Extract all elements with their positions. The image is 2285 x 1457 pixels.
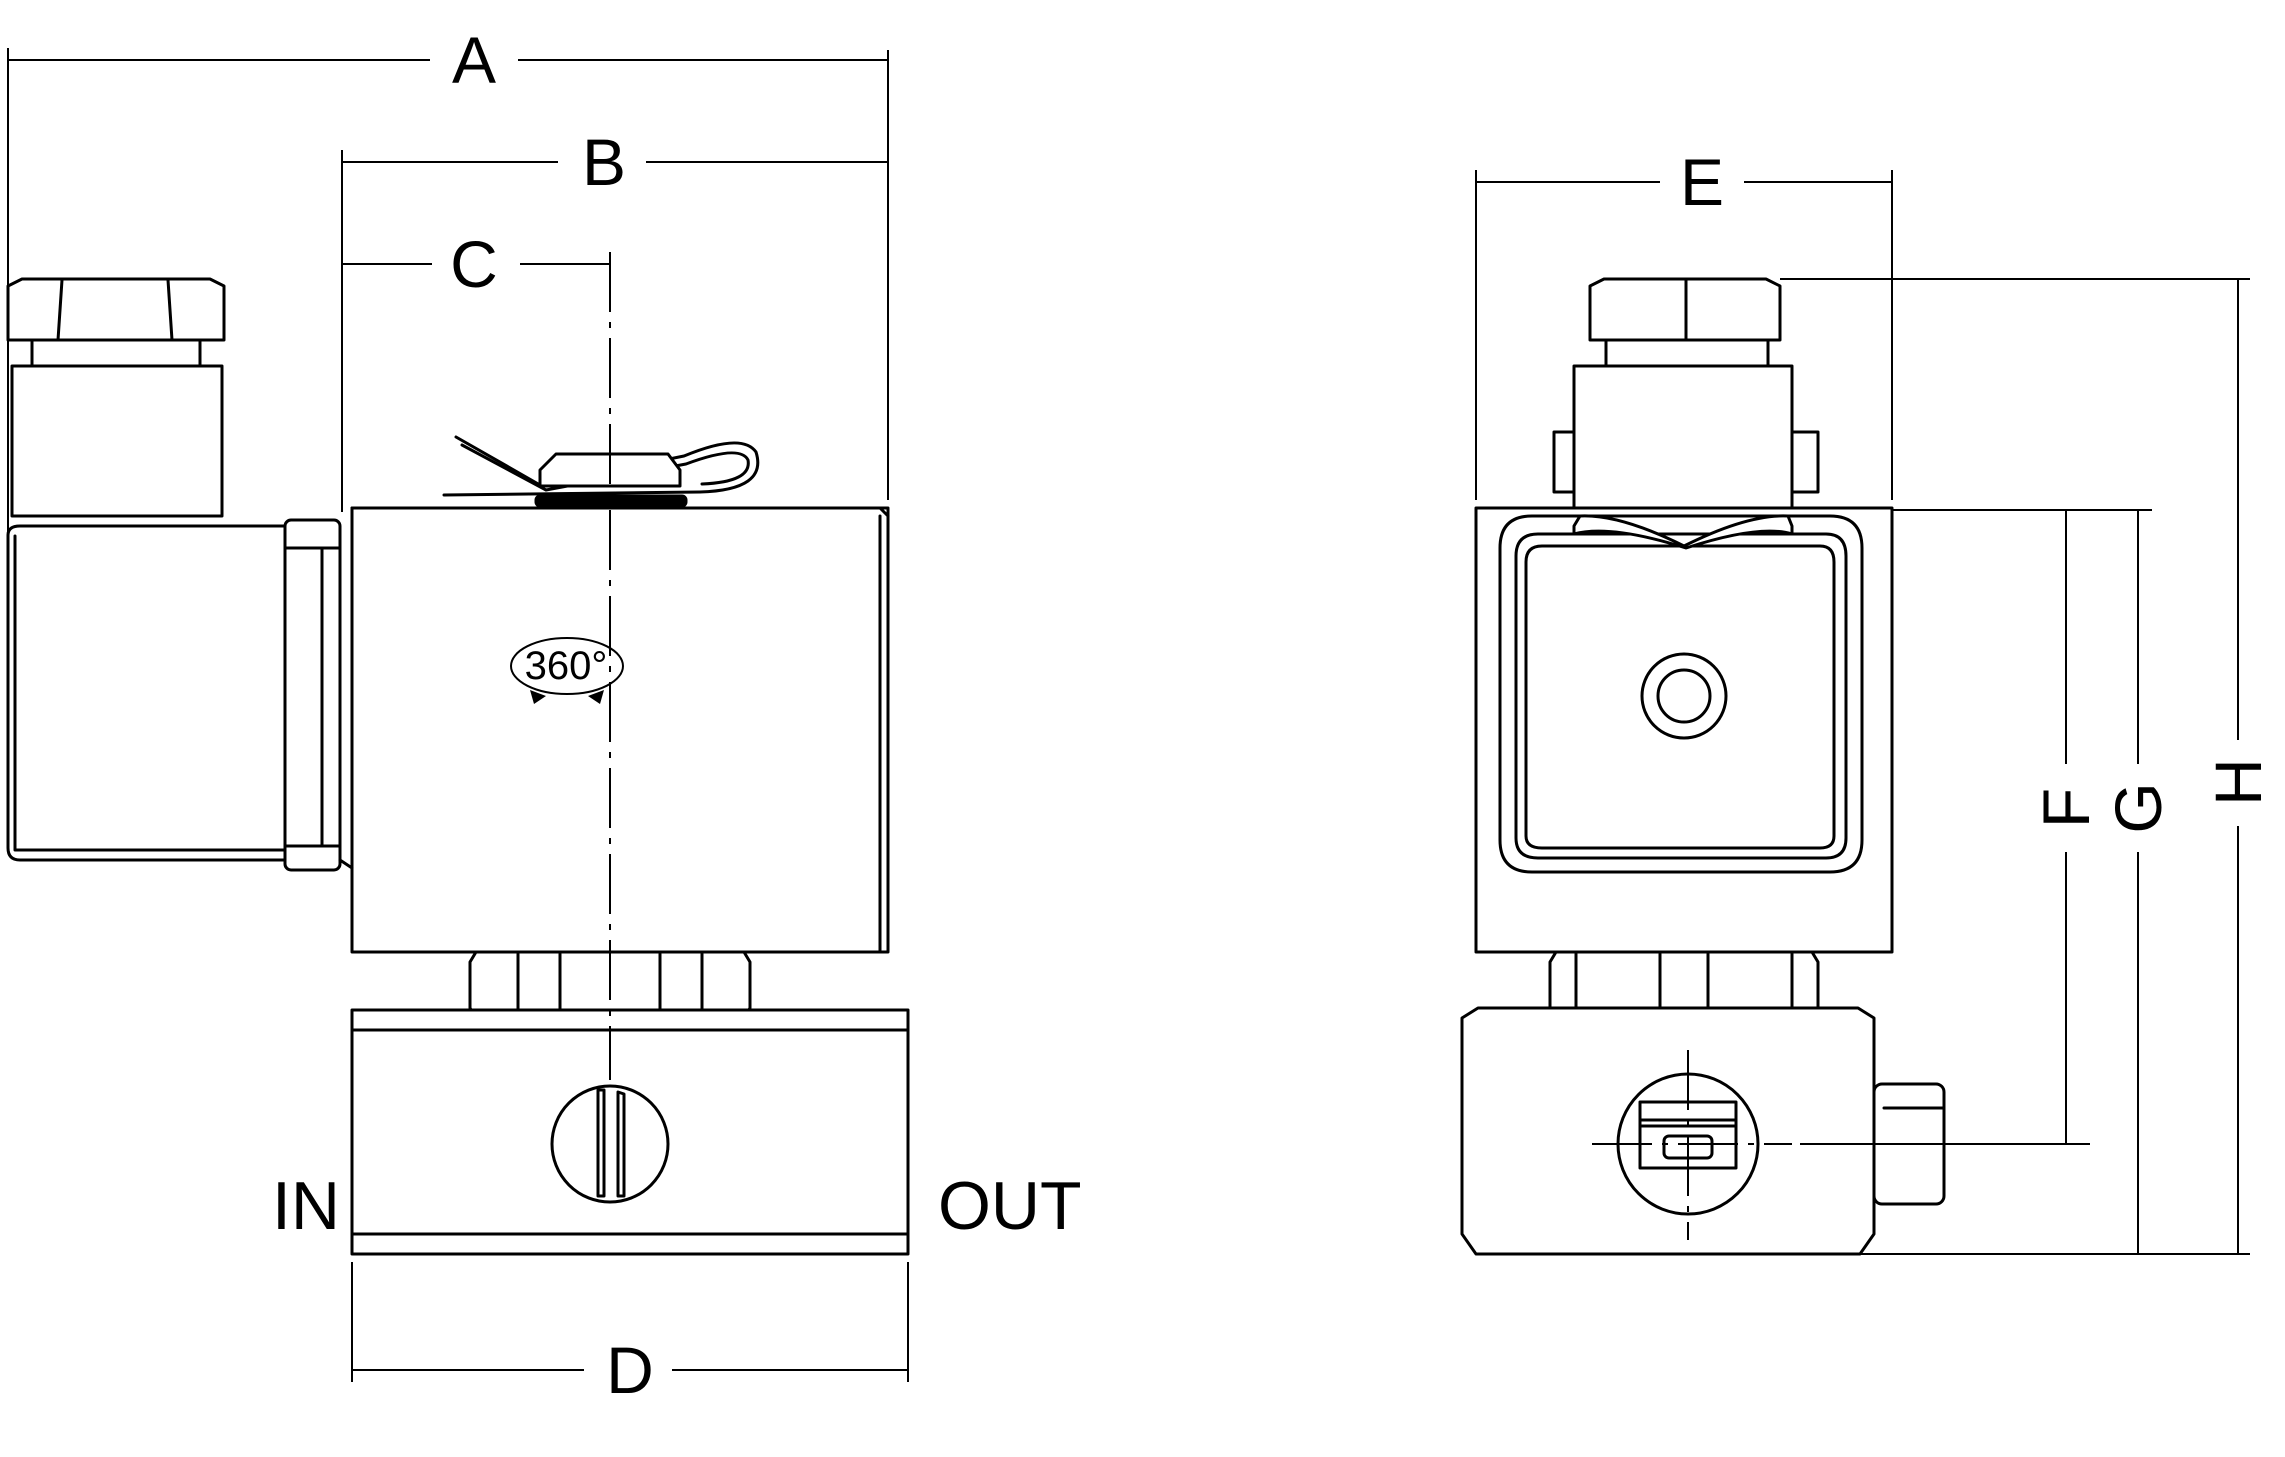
coil-housing xyxy=(338,506,890,954)
din-connector xyxy=(6,364,342,872)
dimension-label-c: C xyxy=(450,227,498,301)
side-connector-hex-nut xyxy=(1588,277,1782,368)
side-dimensions: E F G H xyxy=(1475,145,2275,1255)
retaining-clip xyxy=(442,435,760,508)
side-coil-housing xyxy=(1474,506,1894,954)
dimension-label-b: B xyxy=(582,125,626,199)
connector-hex-nut xyxy=(6,277,226,368)
dimension-label-a: A xyxy=(452,23,496,97)
rotation-label: 360° xyxy=(525,644,608,688)
side-view xyxy=(1460,277,1946,1256)
front-dimensions: A B C D xyxy=(7,23,909,1407)
inlet-port-label: IN xyxy=(272,1168,340,1244)
dimension-label-f: F xyxy=(2029,788,2103,828)
side-connector-body xyxy=(1552,364,1820,528)
dimension-label-d: D xyxy=(606,1333,654,1407)
side-armature-nut xyxy=(1548,950,1820,1020)
dimension-label-e: E xyxy=(1680,145,1724,219)
rotation-indicator: 360° xyxy=(510,637,624,704)
dimension-label-g: G xyxy=(2101,782,2175,833)
side-valve-body xyxy=(1460,1006,1946,1256)
dimension-label-h: H xyxy=(2201,758,2275,806)
valve-body xyxy=(350,1008,910,1256)
front-view: 360° IN OUT xyxy=(6,252,1082,1256)
outlet-port-label: OUT xyxy=(938,1168,1082,1244)
